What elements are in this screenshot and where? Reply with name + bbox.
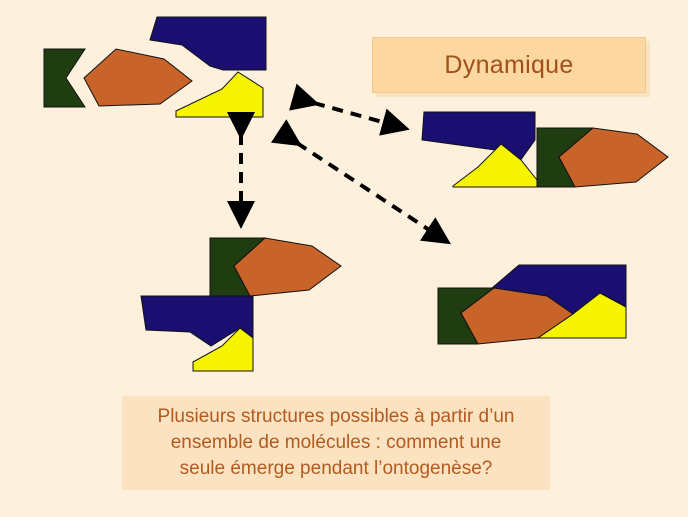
navy-piece bbox=[149, 16, 267, 71]
green-piece bbox=[43, 48, 86, 108]
assembly-bottom-left bbox=[140, 237, 342, 372]
title-box: Dynamique bbox=[372, 37, 646, 93]
double-headed-dashed-arrow bbox=[270, 119, 452, 245]
arrows bbox=[227, 83, 452, 245]
navy-piece bbox=[140, 295, 254, 347]
assembly-right-top bbox=[421, 111, 669, 188]
slide-title: Dynamique bbox=[444, 50, 574, 79]
yellow-piece bbox=[175, 71, 264, 118]
caption-line-3: seule émerge pendant l’ontogenèse? bbox=[179, 458, 493, 479]
yellow-piece bbox=[452, 143, 538, 188]
scattered-pieces-group bbox=[43, 16, 267, 118]
yellow-piece bbox=[536, 292, 627, 339]
assembly-bottom-right bbox=[437, 264, 627, 345]
orange-piece bbox=[558, 127, 669, 188]
orange-piece bbox=[83, 48, 193, 107]
yellow-piece bbox=[192, 327, 254, 372]
double-headed-dashed-arrow bbox=[289, 83, 410, 136]
caption-box: Plusieurs structures possibles à partir … bbox=[122, 396, 550, 490]
caption-line-1: Plusieurs structures possibles à partir … bbox=[157, 406, 515, 427]
caption-line-2: ensemble de molécules : comment une bbox=[170, 432, 502, 453]
